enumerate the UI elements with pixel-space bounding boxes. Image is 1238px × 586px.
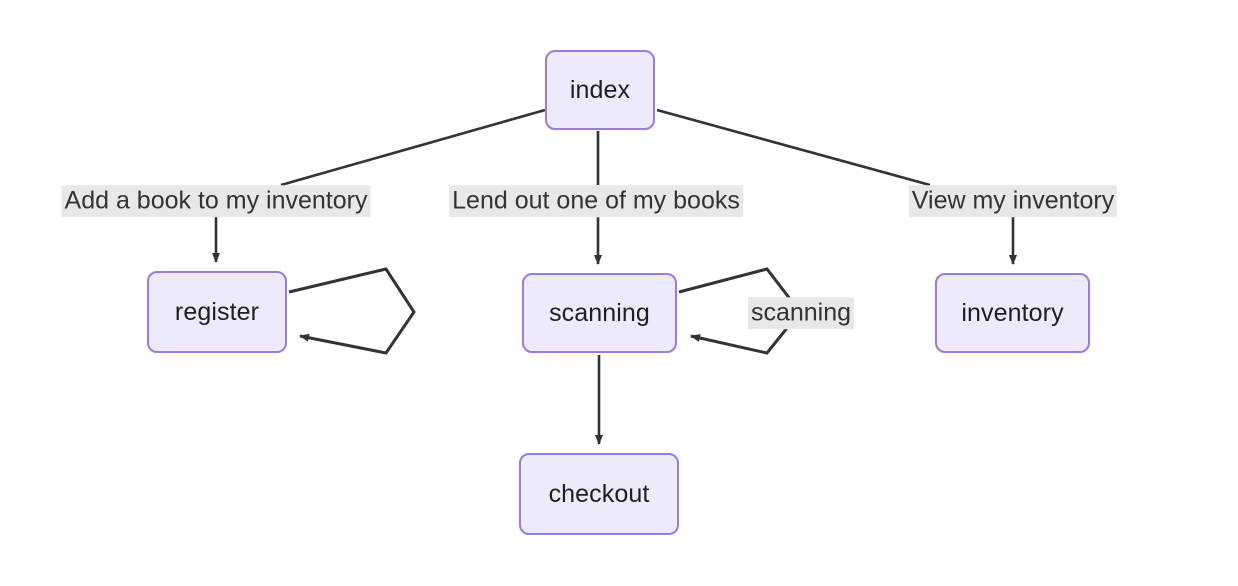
edge-label-view-my-inventory: View my inventory	[908, 185, 1118, 217]
node-register-label: register	[174, 297, 260, 326]
node-checkout[interactable]: checkout	[519, 453, 679, 535]
node-scanning-label: scanning	[549, 298, 650, 327]
edge-label-add-a-book-to-my-inventory: Add a book to my inventory	[61, 185, 371, 217]
node-register[interactable]: register	[147, 271, 287, 353]
node-checkout-label: checkout	[548, 479, 650, 508]
edge-register-self-loop	[288, 267, 416, 355]
node-inventory-label: inventory	[961, 298, 1064, 327]
node-index-label: index	[569, 75, 631, 104]
node-index[interactable]: index	[545, 50, 655, 130]
edge-label-scanning-self-loop: scanning	[747, 297, 855, 329]
node-inventory[interactable]: inventory	[935, 273, 1090, 353]
edge-label-lend-out-one-of-my-books: Lend out one of my books	[449, 185, 743, 217]
node-scanning[interactable]: scanning	[522, 273, 677, 353]
